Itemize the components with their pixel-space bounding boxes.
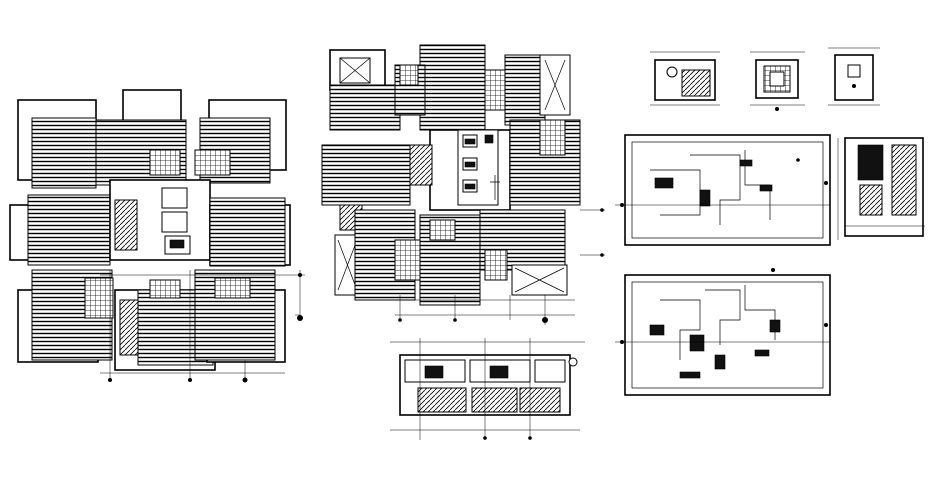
floor-plan-center (321, 44, 605, 325)
unit-c-bottom-left (334, 209, 421, 301)
dimension-lines-center (390, 208, 605, 325)
unit-c-bottom-right (479, 209, 568, 296)
unit-bottom-left (17, 269, 114, 363)
toilet-detail-1 (650, 51, 720, 106)
unit-mid-right (209, 197, 291, 267)
core-left-plan (109, 179, 211, 261)
elevation-upper (615, 134, 831, 246)
unit-c-bottom-center (419, 214, 481, 306)
building-section (390, 338, 585, 440)
core-center-plan (409, 129, 511, 211)
unit-top-right (194, 99, 287, 184)
unit-c-top-right (484, 54, 571, 126)
toilet-detail-2 (750, 51, 805, 111)
unit-c-top-left (329, 49, 401, 131)
unit-bottom-right (194, 269, 286, 363)
unit-c-mid-left (321, 144, 411, 231)
unit-mid-left (9, 194, 111, 266)
unit-top-center-left (95, 89, 187, 186)
unit-c-mid-right (509, 119, 581, 206)
floor-plan-left (9, 89, 305, 383)
toilet-detail-3 (828, 47, 880, 106)
elevation-side (837, 137, 925, 240)
unit-c-top-center (394, 44, 486, 131)
unit-top-left (17, 99, 97, 189)
dimension-lines-left (100, 270, 305, 383)
elevation-lower (615, 268, 831, 396)
